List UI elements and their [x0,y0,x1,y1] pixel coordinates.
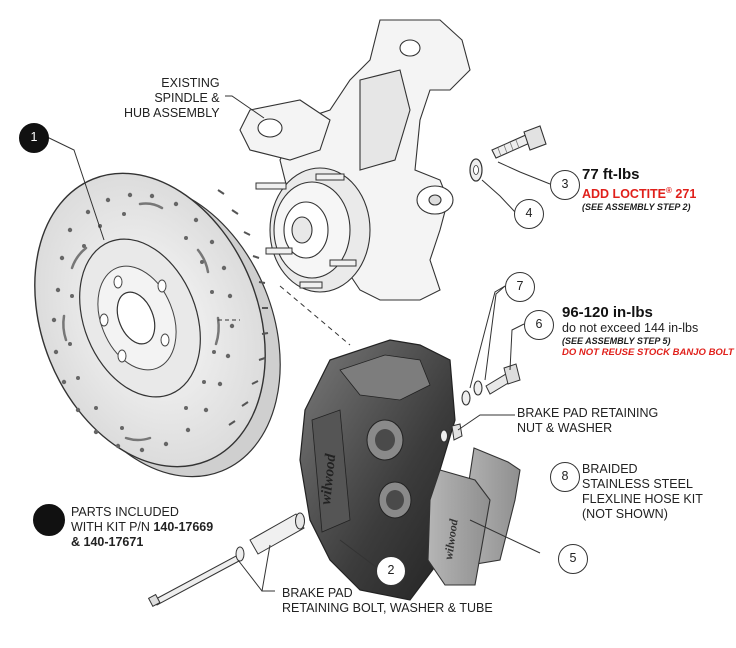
brake-pad-outer: wilwood [427,469,491,586]
item3-torque-spec: 77 ft-lbs ADD LOCTITE® 271 (SEE ASSEMBLY… [582,166,697,213]
item6-torque-spec: 96-120 in-lbs do not exceed 144 in-lbs (… [562,304,734,358]
leader-lines [44,95,551,592]
callout-1: 1 [19,123,49,153]
retaining-bolt-label: BRAKE PAD RETAINING BOLT, WASHER & TUBE [282,586,493,615]
callout-5: 5 [558,544,588,574]
brake-caliper: wilwood [299,339,456,601]
callout-7: 7 [505,272,535,302]
caliper-mounting-bolt [491,125,547,159]
flexline-kit-label: BRAIDED STAINLESS STEEL FLEXLINE HOSE KI… [582,462,703,521]
callout-4: 4 [514,199,544,229]
callout-8: 8 [550,462,580,492]
callout-2: 2 [376,556,406,586]
pad-brand-logo: wilwood [441,517,461,560]
spindle-hub-assembly [239,19,471,301]
banjo-washers [461,380,483,406]
brake-rotor [34,172,281,478]
retaining-nut-label: BRAKE PAD RETAINING NUT & WASHER [517,406,659,435]
spindle-hub-label: EXISTING SPINDLE & HUB ASSEMBLY [124,76,220,120]
parts-included-label: PARTS INCLUDED WITH KIT P/N 140-17669 & … [71,505,214,549]
caliper-brand-logo: wilwood [318,453,339,506]
callout-3: 3 [550,170,580,200]
bolt-washer [469,158,483,182]
banjo-bolt [485,363,521,395]
callout-6: 6 [524,310,554,340]
pad-retaining-nut [440,423,463,443]
parts-included-marker [33,504,65,536]
